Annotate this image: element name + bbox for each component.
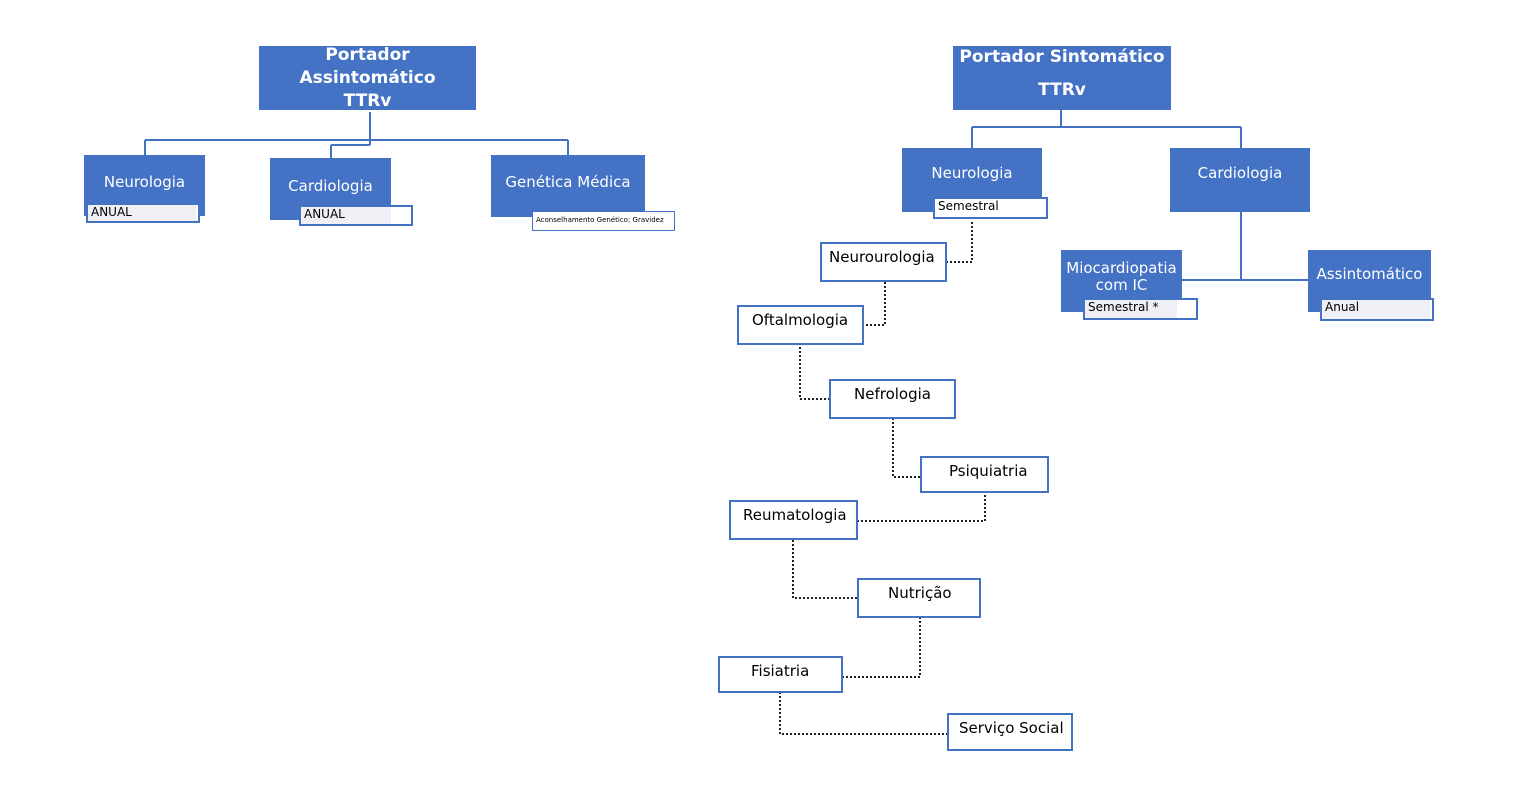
root-asymptomatic-carrier: Portador Assintomático TTRv	[259, 44, 476, 111]
genetica-medica-node: Genética Médica	[491, 155, 645, 217]
left-cardiologia-tag-text: ANUAL	[304, 207, 345, 221]
left-neurologia-tag: ANUAL	[86, 203, 200, 223]
assintomatico-tag: Anual	[1320, 298, 1434, 321]
root-asymptomatic-line2: TTRv	[343, 90, 392, 111]
genetica-medica-tag-text: Aconselhamento Genético; Gravidez	[536, 216, 664, 224]
servico-social-box: Serviço Social	[947, 713, 1073, 751]
left-cardiologia-label: Cardiologia	[288, 177, 373, 195]
reumatologia-box: Reumatologia	[729, 500, 858, 540]
psiquiatria-box: Psiquiatria	[920, 456, 1049, 493]
genetica-medica-tag: Aconselhamento Genético; Gravidez	[532, 211, 675, 231]
assintomatico-tag-text: Anual	[1325, 300, 1360, 314]
miocardiopatia-line2: com IC	[1095, 276, 1148, 294]
miocardiopatia-tag-text: Semestral *	[1088, 300, 1159, 314]
right-cardiologia-label: Cardiologia	[1197, 164, 1283, 182]
left-cardiologia-tag: ANUAL	[299, 205, 413, 226]
neurourologia-box: Neurourologia	[820, 242, 947, 282]
fisiatria-box: Fisiatria	[718, 656, 843, 693]
root-symptomatic-carrier: Portador Sintomático TTRv	[953, 46, 1171, 110]
root-symptomatic-line2: TTRv	[1038, 80, 1086, 100]
root-asymptomatic-line1: Portador Assintomático	[299, 44, 436, 88]
genetica-medica-label: Genética Médica	[505, 173, 631, 191]
nefrologia-box: Nefrologia	[829, 379, 956, 419]
right-neurologia-tag: Semestral	[933, 197, 1048, 219]
miocardiopatia-tag: Semestral *	[1083, 298, 1198, 320]
oftalmologia-box: Oftalmologia	[737, 305, 864, 345]
miocardiopatia-line1: Miocardiopatia	[1066, 259, 1177, 277]
left-neurologia-label: Neurologia	[103, 173, 186, 191]
left-neurologia-tag-text: ANUAL	[91, 205, 132, 219]
right-neurologia-label: Neurologia	[931, 164, 1013, 182]
root-symptomatic-line1: Portador Sintomático	[959, 47, 1165, 67]
assintomatico-label: Assintomático	[1316, 265, 1423, 283]
right-neurologia-tag-text: Semestral	[938, 199, 999, 213]
right-cardiologia-node: Cardiologia	[1170, 148, 1310, 212]
nutricao-box: Nutrição	[857, 578, 981, 618]
